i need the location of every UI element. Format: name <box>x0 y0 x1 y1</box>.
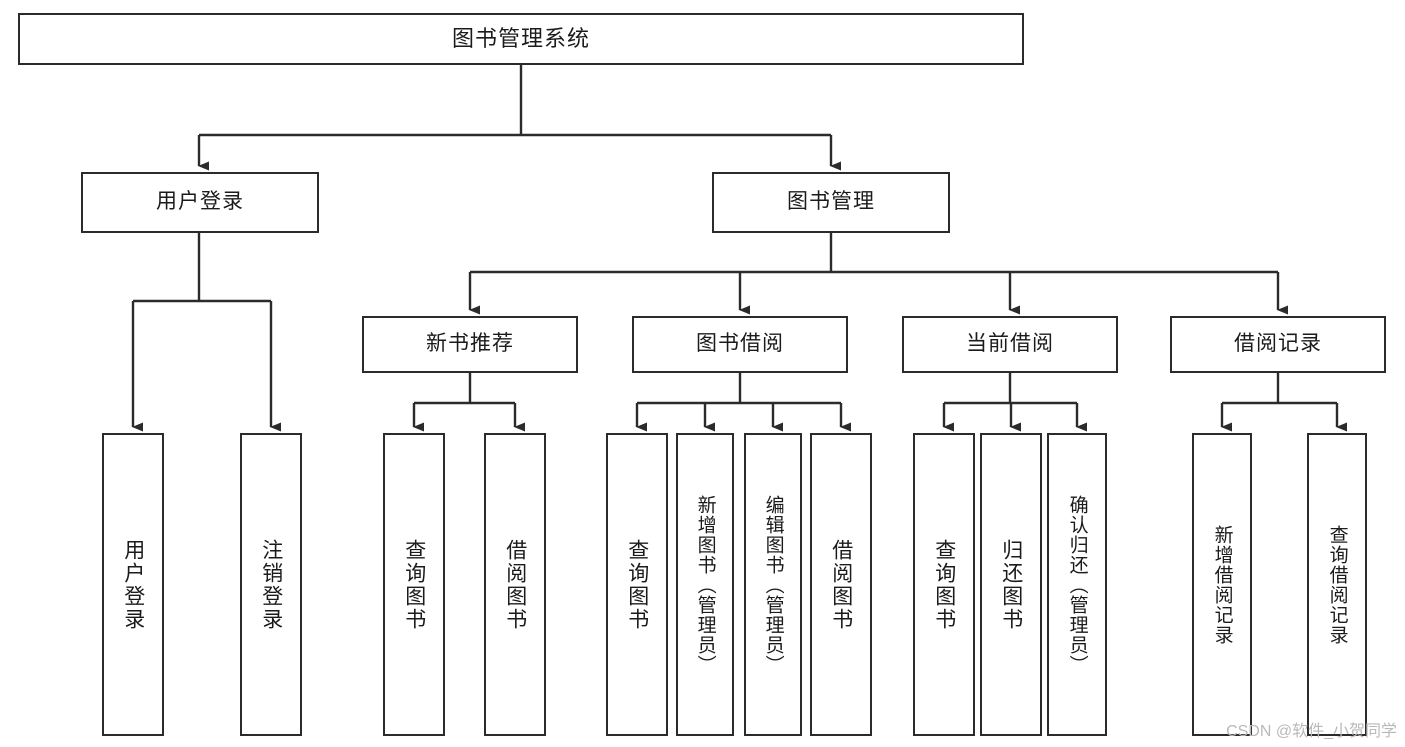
node-root-system-label: 图书管理系统 <box>451 26 590 52</box>
node-new-book-recommend-label: 新书推荐 <box>426 332 514 356</box>
node-book-manage[interactable]: 图书管理 <box>712 172 950 233</box>
node-leaf-query-book-3-label: 查询图书 <box>932 538 956 631</box>
node-book-borrow[interactable]: 图书借阅 <box>632 316 848 373</box>
node-leaf-edit-book[interactable]: 编辑图书（管理员） <box>744 433 802 736</box>
node-leaf-user-login[interactable]: 用户登录 <box>102 433 164 736</box>
node-leaf-return-book-label: 归还图书 <box>999 538 1023 631</box>
node-leaf-user-logout-label: 注销登录 <box>259 538 283 631</box>
node-leaf-confirm-return[interactable]: 确认归还（管理员） <box>1047 433 1107 736</box>
node-leaf-borrow-book-2[interactable]: 借阅图书 <box>810 433 872 736</box>
node-leaf-user-logout[interactable]: 注销登录 <box>240 433 302 736</box>
node-root-system[interactable]: 图书管理系统 <box>18 13 1024 65</box>
node-user-login[interactable]: 用户登录 <box>81 172 319 233</box>
node-leaf-borrow-book-1[interactable]: 借阅图书 <box>484 433 546 736</box>
node-current-borrow-label: 当前借阅 <box>966 332 1054 356</box>
node-leaf-add-record-label: 新增借阅记录 <box>1211 524 1233 645</box>
node-leaf-add-book[interactable]: 新增图书（管理员） <box>676 433 734 736</box>
node-user-login-label: 用户登录 <box>156 190 244 214</box>
node-leaf-borrow-book-2-label: 借阅图书 <box>829 538 853 631</box>
node-leaf-query-book-3[interactable]: 查询图书 <box>913 433 975 736</box>
node-leaf-add-record[interactable]: 新增借阅记录 <box>1192 433 1252 736</box>
node-book-borrow-label: 图书借阅 <box>696 332 784 356</box>
node-leaf-add-book-label: 新增图书（管理员） <box>694 494 716 675</box>
node-current-borrow[interactable]: 当前借阅 <box>902 316 1118 373</box>
node-leaf-query-book-1-label: 查询图书 <box>402 538 426 631</box>
node-borrow-record[interactable]: 借阅记录 <box>1170 316 1386 373</box>
node-leaf-query-record-label: 查询借阅记录 <box>1326 524 1348 645</box>
node-leaf-return-book[interactable]: 归还图书 <box>980 433 1042 736</box>
node-new-book-recommend[interactable]: 新书推荐 <box>362 316 578 373</box>
csdn-watermark: CSDN @软件_小贺同学 <box>1226 723 1397 740</box>
node-leaf-query-book-1[interactable]: 查询图书 <box>383 433 445 736</box>
node-leaf-query-book-2[interactable]: 查询图书 <box>606 433 668 736</box>
node-leaf-borrow-book-1-label: 借阅图书 <box>503 538 527 631</box>
node-leaf-user-login-label: 用户登录 <box>121 538 145 631</box>
node-book-manage-label: 图书管理 <box>787 190 875 214</box>
node-leaf-query-book-2-label: 查询图书 <box>625 538 649 631</box>
node-borrow-record-label: 借阅记录 <box>1234 332 1322 356</box>
node-leaf-query-record[interactable]: 查询借阅记录 <box>1307 433 1367 736</box>
node-leaf-confirm-return-label: 确认归还（管理员） <box>1066 494 1088 675</box>
node-leaf-edit-book-label: 编辑图书（管理员） <box>762 494 784 675</box>
